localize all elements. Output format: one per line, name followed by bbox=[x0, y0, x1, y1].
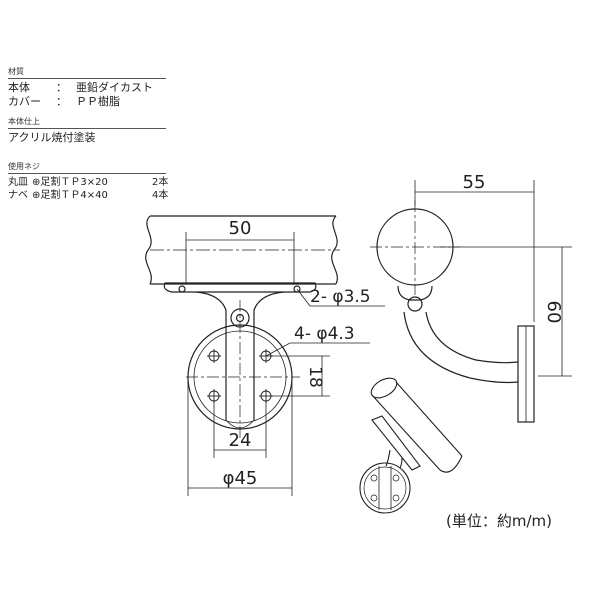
screw-row-pan: ナベ ⊕足割ＴＰ4×40 4本 bbox=[8, 189, 169, 202]
bracket-neck bbox=[195, 291, 285, 340]
screw-description: ⊕足割ＴＰ4×40 bbox=[32, 190, 108, 201]
curved-arm bbox=[403, 311, 519, 384]
saddle-plate bbox=[163, 282, 317, 293]
dim-top-hole: 2- φ3.5 bbox=[310, 287, 371, 307]
screw-quantity: 2本 bbox=[152, 177, 169, 188]
iso-pipe bbox=[371, 381, 463, 471]
dim-projection: 55 bbox=[463, 172, 486, 193]
dim-pad-width: 50 bbox=[229, 218, 252, 239]
material-separator: ： bbox=[56, 81, 67, 94]
screw-caption: 使用ネジ bbox=[8, 162, 40, 171]
material-label: カバー bbox=[8, 95, 41, 108]
finish-caption: 本体仕上 bbox=[8, 117, 40, 126]
unit-note: (単位：約m/m) bbox=[446, 512, 552, 530]
front-view bbox=[145, 215, 340, 440]
material-value: 亜鉛ダイカスト bbox=[76, 81, 153, 94]
dim-base-hole: 4- φ4.3 bbox=[294, 324, 355, 344]
handrail-pipe bbox=[145, 215, 340, 285]
saddle-screw-hole-left bbox=[178, 285, 186, 293]
side-dimensions bbox=[414, 180, 572, 377]
dim-height: 60 bbox=[543, 301, 564, 324]
material-row-body: 本体 ： 亜鉛ダイカスト bbox=[8, 81, 166, 95]
finish-spec: 本体仕上 アクリル焼付塗装 bbox=[8, 117, 166, 145]
isometric-view bbox=[359, 377, 463, 514]
dim-base-diameter: φ45 bbox=[223, 468, 258, 489]
screw-description: ⊕足割ＴＰ3×20 bbox=[32, 177, 108, 188]
material-separator: ： bbox=[56, 95, 67, 108]
material-spec: 材質 本体 ： 亜鉛ダイカスト カバー ： ＰＰ樹脂 bbox=[8, 67, 166, 109]
saddle-screw-hole-right bbox=[293, 285, 301, 293]
screw-spec: 使用ネジ 丸皿 ⊕足割ＴＰ3×20 2本 ナベ ⊕足割ＴＰ4×40 4本 bbox=[8, 162, 169, 202]
material-row-cover: カバー ： ＰＰ樹脂 bbox=[8, 95, 166, 109]
screw-row-countersunk: 丸皿 ⊕足割ＴＰ3×20 2本 bbox=[8, 176, 169, 189]
dim-hole-pitch-v: 18 bbox=[305, 366, 325, 388]
material-value: ＰＰ樹脂 bbox=[76, 95, 120, 108]
material-label: 本体 bbox=[8, 81, 30, 94]
finish-value: アクリル焼付塗装 bbox=[8, 131, 96, 144]
divider bbox=[8, 173, 166, 174]
front-dimensions bbox=[185, 232, 385, 496]
screw-type: ナベ bbox=[8, 190, 28, 201]
divider bbox=[8, 78, 166, 79]
screw-type: 丸皿 bbox=[8, 177, 28, 188]
iso-base bbox=[359, 462, 411, 514]
screw-quantity: 4本 bbox=[152, 190, 169, 201]
material-caption: 材質 bbox=[8, 67, 24, 76]
dim-hole-pitch-h: 24 bbox=[229, 430, 252, 451]
divider bbox=[8, 128, 166, 129]
